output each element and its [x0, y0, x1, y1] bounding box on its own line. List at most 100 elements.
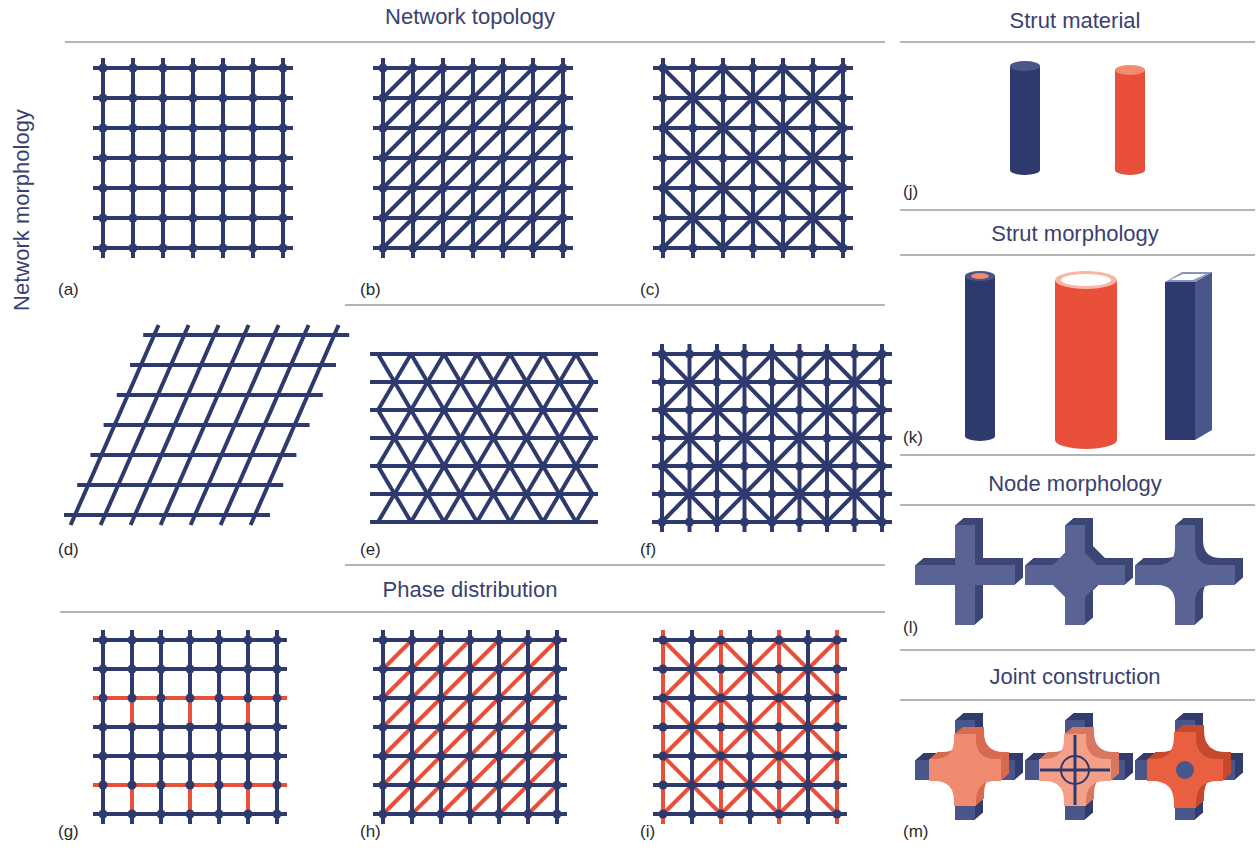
- lattice-node: [189, 244, 198, 253]
- lattice-node: [279, 184, 288, 193]
- panel-letter: (j): [903, 182, 918, 202]
- strut: [383, 785, 412, 814]
- section-heading: Strut material: [1010, 8, 1141, 34]
- strut: [503, 98, 533, 128]
- strut: [370, 520, 598, 524]
- lattice-node: [717, 636, 726, 645]
- strut: [533, 98, 563, 128]
- lattice-node: [768, 378, 777, 387]
- lattice-node: [379, 810, 388, 819]
- lattice-node: [746, 723, 755, 732]
- strut: [395, 382, 412, 410]
- lattice-node: [658, 406, 667, 415]
- strut: [383, 158, 413, 188]
- strut: [378, 466, 395, 494]
- strut: [543, 382, 560, 410]
- strut: [527, 438, 544, 466]
- lattice-node: [466, 694, 475, 703]
- lattice-node: [99, 214, 108, 223]
- filleted-node: [1135, 525, 1235, 625]
- lattice-node: [189, 124, 198, 133]
- strut: [808, 756, 837, 785]
- strut: [663, 68, 693, 98]
- lattice-node: [499, 154, 508, 163]
- lattice-node: [409, 214, 418, 223]
- lattice-node: [379, 244, 388, 253]
- strut: [745, 410, 773, 438]
- lattice-node: [717, 781, 726, 790]
- strut: [441, 727, 470, 756]
- lattice-node: [740, 518, 749, 527]
- lattice-node: [249, 124, 258, 133]
- strut: [745, 494, 773, 522]
- strut: [662, 466, 690, 494]
- lattice-node: [804, 723, 813, 732]
- strut: [528, 727, 557, 756]
- strut: [441, 698, 470, 727]
- strut: [477, 466, 494, 494]
- strut: [461, 466, 478, 494]
- lattice-node: [809, 184, 818, 193]
- strut: [411, 494, 428, 522]
- lattice-node: [559, 244, 568, 253]
- lattice-node: [878, 406, 887, 415]
- strut: [527, 466, 544, 494]
- lattice-node: [749, 124, 758, 133]
- lattice-node: [128, 636, 137, 645]
- lattice-node: [244, 723, 253, 732]
- strut: [745, 382, 773, 410]
- strut: [527, 410, 544, 438]
- strut: [470, 727, 499, 756]
- strut: [528, 756, 557, 785]
- strut: [395, 494, 412, 522]
- strut: [470, 698, 499, 727]
- strut: [721, 756, 750, 785]
- strut: [370, 492, 598, 496]
- strut: [543, 410, 560, 438]
- strut: [750, 756, 779, 785]
- lattice-node: [437, 752, 446, 761]
- lattice-node: [215, 723, 224, 732]
- lattice-node: [823, 434, 832, 443]
- lattice-node: [746, 752, 755, 761]
- lattice-node: [524, 665, 533, 674]
- strut: [663, 128, 693, 158]
- lattice-node: [244, 752, 253, 761]
- lattice-node: [469, 94, 478, 103]
- lattice-node: [553, 665, 562, 674]
- lattice-node: [804, 636, 813, 645]
- lattice-node: [833, 752, 842, 761]
- strut: [772, 382, 800, 410]
- strut: [528, 640, 557, 669]
- lattice-node: [379, 64, 388, 73]
- strut: [383, 727, 412, 756]
- strut: [753, 128, 783, 158]
- lattice-node: [553, 810, 562, 819]
- strut: [717, 494, 745, 522]
- lattice-node: [495, 781, 504, 790]
- strut: [663, 756, 692, 785]
- lattice-node: [249, 214, 258, 223]
- lattice-node: [740, 490, 749, 499]
- lattice-node: [273, 694, 282, 703]
- panel-letter: (c): [640, 280, 660, 300]
- strut: [412, 727, 441, 756]
- panel-letter: (l): [903, 618, 918, 638]
- lattice-node: [833, 810, 842, 819]
- lattice-node: [839, 64, 848, 73]
- lattice-node: [659, 810, 668, 819]
- lattice-node: [379, 752, 388, 761]
- strut: [745, 466, 773, 494]
- strut: [533, 68, 563, 98]
- lattice-node: [409, 94, 418, 103]
- lattice-node: [839, 214, 848, 223]
- strut: [717, 410, 745, 438]
- lattice-node: [658, 490, 667, 499]
- joint-arms: [1135, 720, 1235, 820]
- lattice-node: [186, 781, 195, 790]
- joint-arms: [1025, 720, 1125, 820]
- strut: [444, 438, 461, 466]
- lattice-node: [775, 694, 784, 703]
- strut: [693, 218, 723, 248]
